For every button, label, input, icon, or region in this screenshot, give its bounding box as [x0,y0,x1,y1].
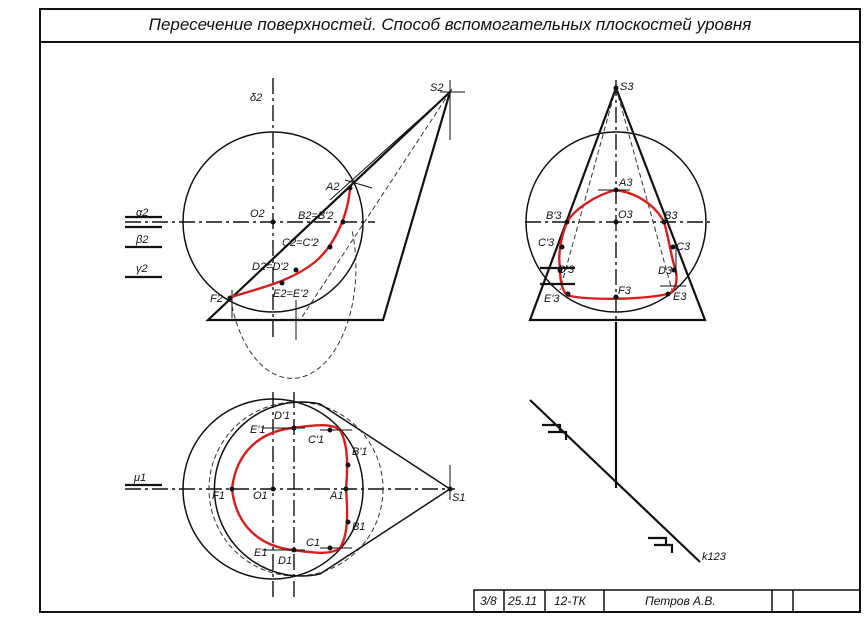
front-view [125,78,465,379]
label-F3: F3 [618,285,632,297]
label-D3p: D'3 [558,264,575,276]
sphere-front [182,131,364,313]
constant-line-k123 [529,399,701,563]
labels: δ2 α2 β2 γ2 μ1 S2 O2 A2 B2=B'2 C2=C'2 D2… [133,81,727,567]
label-D1p: D'1 [274,410,290,422]
label-B2: B2=B'2 [298,210,333,222]
label-D2: D2=D'2 [252,261,289,273]
label-F2: F2 [210,293,223,305]
label-delta: δ2 [250,92,262,104]
top-view [125,392,455,600]
label-E1p: E'1 [250,424,266,436]
sphere-side [525,131,707,313]
label-alpha: α2 [136,207,148,219]
label-C1: C1 [306,537,320,549]
label-D3: D3 [658,265,673,277]
label-O3: O3 [618,209,634,221]
label-S1: S1 [452,492,465,504]
label-A3: A3 [618,177,633,189]
label-E1: E1 [254,547,267,559]
sphere-top [182,398,364,580]
side-view [525,80,712,488]
label-B3: B3 [664,210,678,222]
label-D1: D1 [278,555,292,567]
stamp-date: 25.11 [508,594,538,608]
label-E2: E2=E'2 [273,288,308,300]
label-C3: C3 [676,241,691,253]
stamp-sheet: 3/8 [480,594,497,608]
label-A1: A1 [329,490,343,502]
label-C2: C2=C'2 [282,237,319,249]
cone-side [528,84,707,322]
label-E3p: E'3 [544,293,560,305]
sphere-front-hidden [231,229,357,379]
intersection-curve-front [227,187,352,300]
label-S2: S2 [430,82,443,94]
stamp-author: Петров А.В. [645,594,716,608]
label-C1p: C'1 [308,434,324,446]
label-B3p: B'3 [546,210,562,222]
label-B1p: B'1 [352,446,368,458]
label-S3: S3 [620,81,634,93]
label-O2: O2 [250,208,265,220]
label-beta: β2 [135,234,148,246]
label-mu: μ1 [133,472,146,484]
page-title: Пересечение поверхностей. Способ вспомог… [148,15,752,34]
label-B1: B1 [352,521,365,533]
sheet-frame [39,8,861,613]
label-A2: A2 [325,181,339,193]
label-gamma: γ2 [136,263,148,275]
label-k123: k123 [702,551,727,563]
label-C3p: C'3 [538,237,555,249]
title-block [473,589,861,613]
stamp-group: 12-ТК [554,594,586,608]
label-O1: O1 [253,490,268,502]
cone-contour-top [213,401,452,577]
cone-front [205,88,453,322]
label-F1: F1 [212,490,225,502]
label-E3: E3 [673,291,687,303]
